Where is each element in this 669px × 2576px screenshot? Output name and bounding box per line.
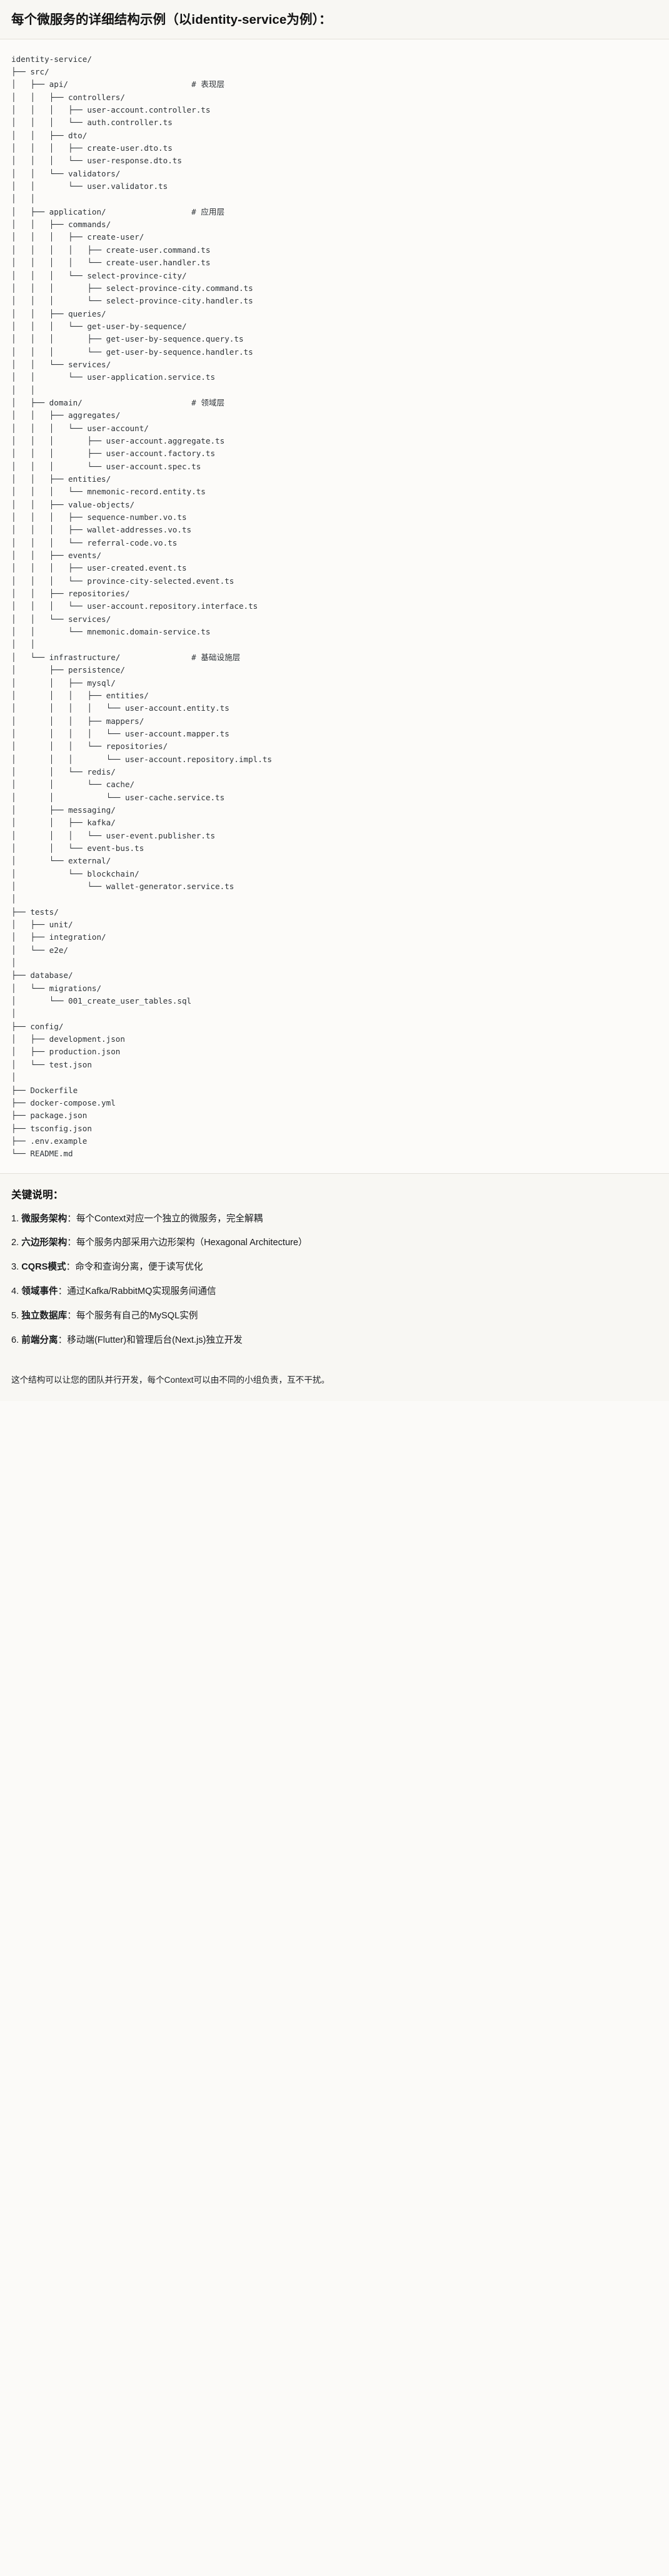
page-title: 每个微服务的详细结构示例（以identity-service为例）： — [11, 13, 332, 27]
key-note-term: 微服务架构 — [21, 1213, 68, 1224]
key-note-item: 前端分离：移动端(Flutter)和管理后台(Next.js)独立开发 — [11, 1334, 658, 1348]
key-note-term: 前端分离 — [21, 1335, 58, 1346]
key-note-item: 独立数据库：每个服务有自己的MySQL实例 — [11, 1310, 658, 1323]
directory-tree: identity-service/ ├── src/ │ ├── api/ # … — [11, 54, 273, 1159]
key-note-separator: ： — [67, 1213, 76, 1224]
directory-tree-block: identity-service/ ├── src/ │ ├── api/ # … — [0, 39, 669, 1173]
key-notes-block: 关键说明： 微服务架构：每个Context对应一个独立的微服务，完全解耦六边形架… — [0, 1173, 669, 1367]
key-note-text: 每个服务内部采用六边形架构（Hexagonal Architecture） — [76, 1238, 308, 1248]
key-note-separator: ： — [58, 1286, 68, 1297]
key-notes-title: 关键说明： — [11, 1189, 64, 1201]
key-note-term: CQRS模式 — [21, 1262, 66, 1273]
key-note-text: 移动端(Flutter)和管理后台(Next.js)独立开发 — [67, 1335, 243, 1346]
key-note-text: 命令和查询分离，便于读写优化 — [75, 1262, 203, 1273]
key-note-term: 六边形架构 — [21, 1238, 68, 1248]
key-note-item: 领域事件：通过Kafka/RabbitMQ实现服务间通信 — [11, 1285, 658, 1299]
key-note-separator: ： — [67, 1238, 76, 1248]
key-note-text: 每个服务有自己的MySQL实例 — [76, 1311, 198, 1321]
key-note-item: 六边形架构：每个服务内部采用六边形架构（Hexagonal Architectu… — [11, 1236, 658, 1250]
key-note-term: 独立数据库 — [21, 1311, 68, 1321]
closing-remark: 这个结构可以让您的团队并行开发，每个Context可以由不同的小组负责，互不干扰… — [11, 1375, 330, 1385]
closing-remark-block: 这个结构可以让您的团队并行开发，每个Context可以由不同的小组负责，互不干扰… — [0, 1367, 669, 1401]
key-note-item: CQRS模式：命令和查询分离，便于读写优化 — [11, 1261, 658, 1275]
key-note-text: 通过Kafka/RabbitMQ实现服务间通信 — [67, 1286, 216, 1297]
key-note-item: 微服务架构：每个Context对应一个独立的微服务，完全解耦 — [11, 1213, 658, 1226]
key-note-separator: ： — [67, 1311, 76, 1321]
key-note-separator: ： — [58, 1335, 68, 1346]
key-note-term: 领域事件 — [21, 1286, 58, 1297]
document-page: 每个微服务的详细结构示例（以identity-service为例）： ident… — [0, 0, 669, 1401]
document-header: 每个微服务的详细结构示例（以identity-service为例）： — [0, 0, 669, 39]
key-notes-list: 微服务架构：每个Context对应一个独立的微服务，完全解耦六边形架构：每个服务… — [11, 1213, 658, 1348]
key-note-separator: ： — [66, 1262, 76, 1273]
key-note-text: 每个Context对应一个独立的微服务，完全解耦 — [76, 1213, 263, 1224]
